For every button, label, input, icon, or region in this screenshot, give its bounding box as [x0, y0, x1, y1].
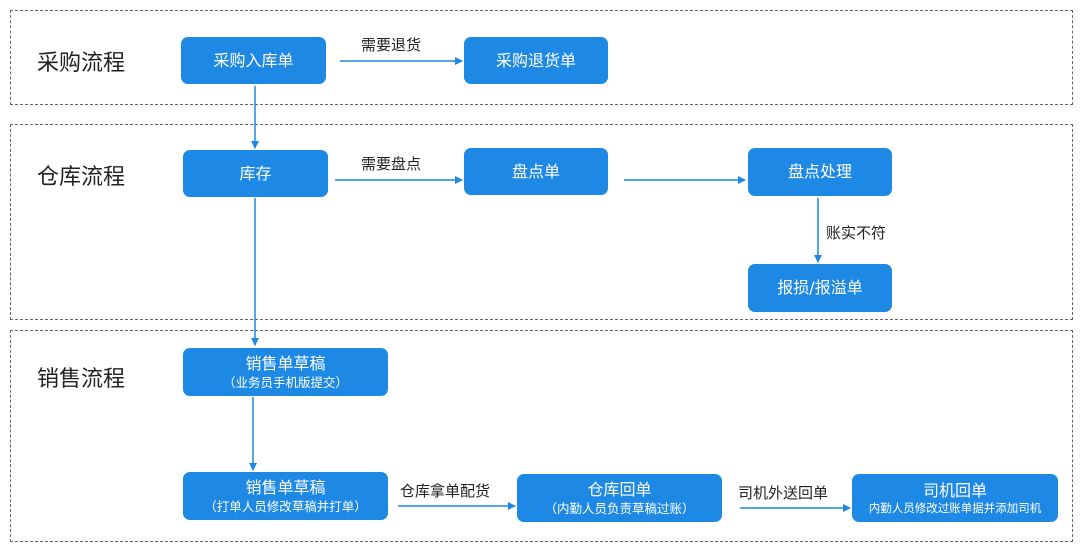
- edge-label-need-return: 需要退货: [361, 36, 422, 54]
- node-label: 报损/报溢单: [777, 278, 863, 298]
- lane-purchase: [10, 10, 1073, 105]
- node-purchase-in[interactable]: 采购入库单: [181, 37, 326, 84]
- node-label: 销售单草稿: [245, 477, 326, 497]
- node-warehouse-receipt[interactable]: 仓库回单 （内勤人员负责草稿过账）: [517, 474, 722, 522]
- edge-label-pick: 仓库拿单配货: [400, 482, 491, 500]
- node-label: 库存: [239, 163, 272, 183]
- node-purchase-return[interactable]: 采购退货单: [464, 37, 608, 84]
- lane-label-purchase: 采购流程: [37, 51, 126, 76]
- node-sublabel: （打单人员修改草稿并打单）: [204, 499, 367, 515]
- node-sales-draft-mobile[interactable]: 销售单草稿 （业务员手机版提交）: [183, 348, 388, 396]
- node-sublabel: 内勤人员修改过账单据并添加司机: [868, 500, 1042, 515]
- node-inventory-process[interactable]: 盘点处理: [748, 148, 892, 196]
- node-label: 仓库回单: [587, 479, 652, 499]
- node-sublabel: （业务员手机版提交）: [222, 375, 348, 391]
- node-stock[interactable]: 库存: [183, 150, 328, 197]
- node-label: 销售单草稿: [245, 353, 326, 373]
- edge-label-need-check: 需要盘点: [361, 155, 422, 173]
- node-sublabel: （内勤人员负责草稿过账）: [544, 501, 695, 517]
- node-label: 盘点单: [511, 161, 560, 181]
- edge-label-mismatch: 账实不符: [826, 224, 887, 242]
- node-label: 盘点处理: [787, 162, 852, 182]
- node-loss-overflow[interactable]: 报损/报溢单: [748, 264, 892, 312]
- lane-sales: [10, 330, 1073, 542]
- lane-warehouse: [10, 124, 1073, 320]
- lane-label-warehouse: 仓库流程: [37, 165, 126, 190]
- node-inventory-check[interactable]: 盘点单: [464, 148, 608, 195]
- node-label: 采购入库单: [213, 50, 294, 70]
- node-label: 采购退货单: [495, 50, 576, 70]
- edge-label-deliver: 司机外送回单: [738, 484, 829, 502]
- node-driver-receipt[interactable]: 司机回单 内勤人员修改过账单据并添加司机: [852, 474, 1058, 522]
- node-sales-draft-print[interactable]: 销售单草稿 （打单人员修改草稿并打单）: [183, 472, 388, 520]
- lane-label-sales: 销售流程: [37, 367, 126, 392]
- node-label: 司机回单: [922, 480, 987, 500]
